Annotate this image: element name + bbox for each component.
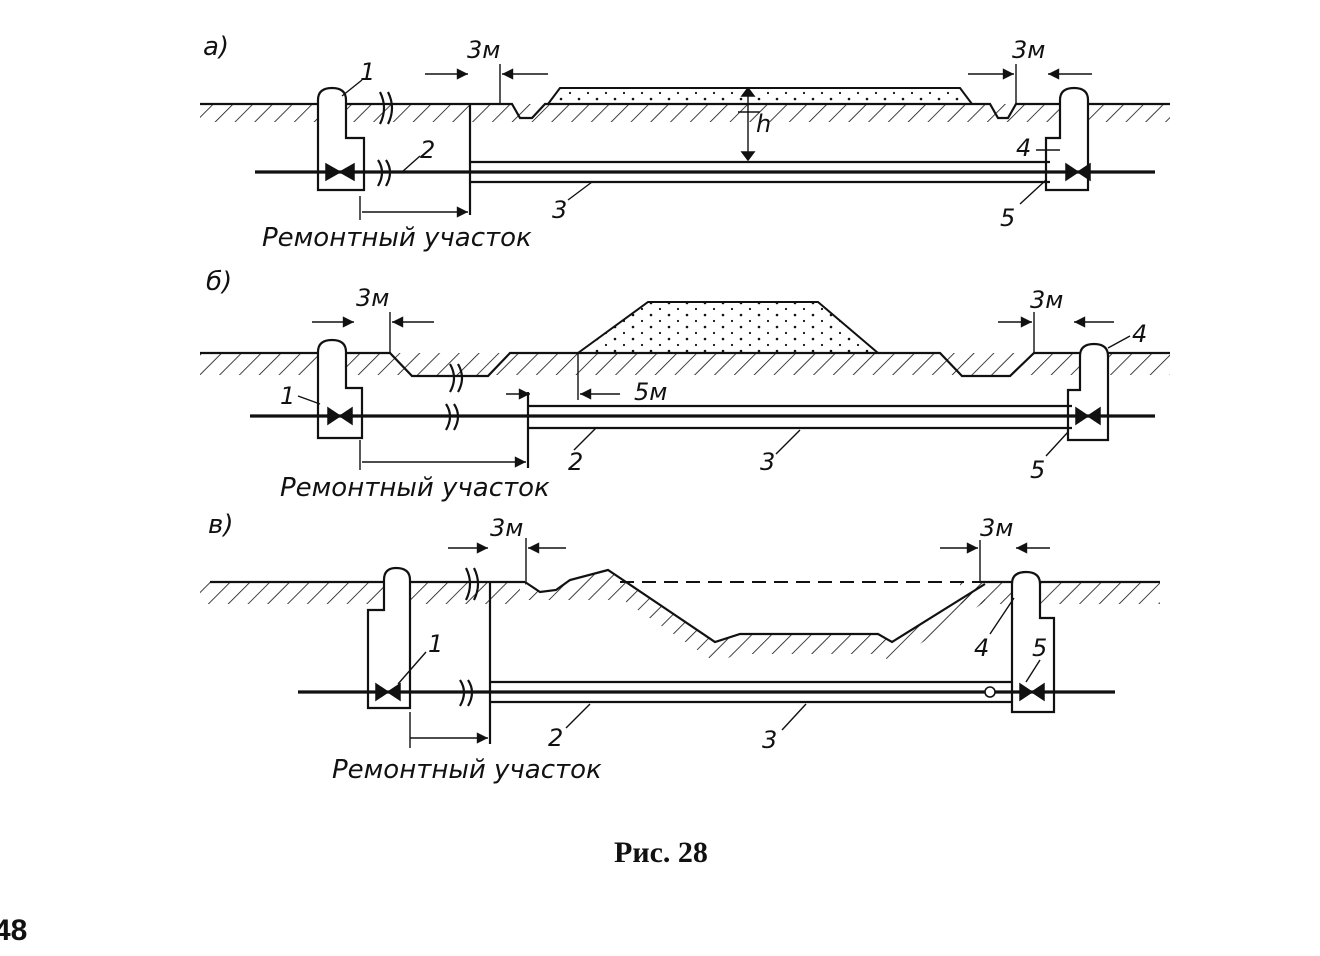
spoil-hatch (525, 570, 626, 600)
valve-right-icon (1075, 406, 1101, 426)
leader-3 (567, 181, 593, 201)
leader-1 (341, 79, 363, 97)
valve-right-icon (1019, 682, 1045, 702)
repair-label-a: Ремонтный участок (262, 223, 532, 253)
right-well (1044, 86, 1090, 192)
break-marks (459, 567, 480, 707)
label-1: 1 (280, 382, 295, 410)
leader-2 (401, 155, 421, 173)
figure-caption: Рис. 28 (614, 836, 708, 869)
ground-hatch-left (200, 582, 520, 604)
valve-left-icon (325, 162, 355, 182)
label-4: 4 (974, 634, 989, 662)
leader-1 (297, 395, 321, 405)
valve-left-icon (327, 406, 353, 426)
panel-b: б) 3м 3м (200, 267, 1170, 503)
right-well (1010, 570, 1056, 714)
leader-1 (397, 651, 427, 685)
dim-right-label: 3м (1030, 286, 1063, 314)
dim-right-label: 3м (1012, 36, 1045, 64)
label-1: 1 (360, 58, 375, 86)
break-marks (445, 363, 464, 431)
dim-5m-label: 5м (634, 378, 667, 406)
road-embankment (574, 301, 881, 354)
leader-4 (989, 597, 1015, 635)
leader-3 (775, 429, 801, 455)
left-well (366, 566, 412, 710)
break-marks (377, 91, 394, 187)
panel-a-letter: а) (203, 32, 229, 62)
label-2: 2 (420, 136, 435, 164)
repair-label-c: Ремонтный участок (332, 755, 602, 785)
label-5: 5 (1032, 634, 1047, 662)
label-1: 1 (428, 630, 443, 658)
label-3: 3 (552, 196, 567, 224)
leader-2 (565, 703, 591, 729)
label-3: 3 (762, 726, 777, 754)
dim-left-label: 3м (490, 514, 523, 542)
panel-b-letter: б) (206, 267, 232, 297)
label-5: 5 (1030, 456, 1045, 484)
road-embankment (546, 87, 974, 105)
ground-hatch-right (960, 582, 1160, 604)
leader-5 (1019, 179, 1047, 205)
leader-4 (1107, 335, 1131, 349)
panel-c-letter: в) (208, 510, 233, 540)
label-4: 4 (1016, 134, 1031, 162)
label-5: 5 (1000, 204, 1015, 232)
dim-left-label: 3м (467, 36, 500, 64)
dim-right-label: 3м (980, 514, 1013, 542)
leader-3 (781, 703, 807, 731)
label-4: 4 (1132, 320, 1147, 348)
label-2: 2 (568, 448, 583, 476)
dim-h-arrows (740, 86, 756, 162)
seal-icon (984, 686, 996, 698)
page-number: 48 (0, 914, 27, 947)
panel-c: в) 3м (200, 510, 1160, 785)
leader-5 (1045, 431, 1069, 457)
leader-5 (1025, 659, 1041, 683)
label-2: 2 (548, 724, 563, 752)
ground-hatch (200, 353, 1170, 375)
repair-label-b: Ремонтный участок (280, 473, 550, 503)
panel-a: а) 3м 3 (200, 32, 1170, 253)
leader-2 (573, 427, 597, 451)
dim-h-label: h (756, 110, 771, 138)
valve-right-icon (1065, 162, 1091, 182)
trench-hatch (626, 582, 985, 662)
label-3: 3 (760, 448, 775, 476)
valve-left-icon (375, 682, 401, 702)
dim-left-label: 3м (356, 284, 389, 312)
ground-hatch (200, 104, 1170, 122)
